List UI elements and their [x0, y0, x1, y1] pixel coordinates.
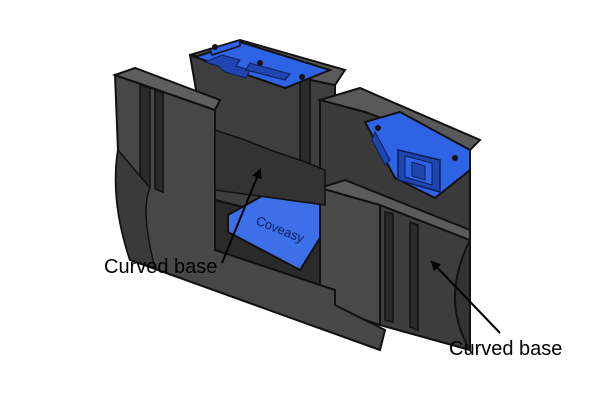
front-left-wall — [111, 66, 387, 352]
callout-label-left: Curved base — [104, 256, 218, 278]
clamp-icon — [191, 38, 333, 90]
screw-icon — [257, 60, 263, 66]
screw-icon — [452, 155, 458, 161]
screw-icon — [212, 44, 218, 50]
screw-icon — [299, 74, 305, 80]
screw-icon — [375, 125, 381, 131]
arrow-icon — [430, 260, 501, 334]
clamp-icon — [363, 110, 471, 200]
arrow-icon — [221, 168, 262, 264]
callout-label-right: Curved base — [449, 338, 563, 360]
